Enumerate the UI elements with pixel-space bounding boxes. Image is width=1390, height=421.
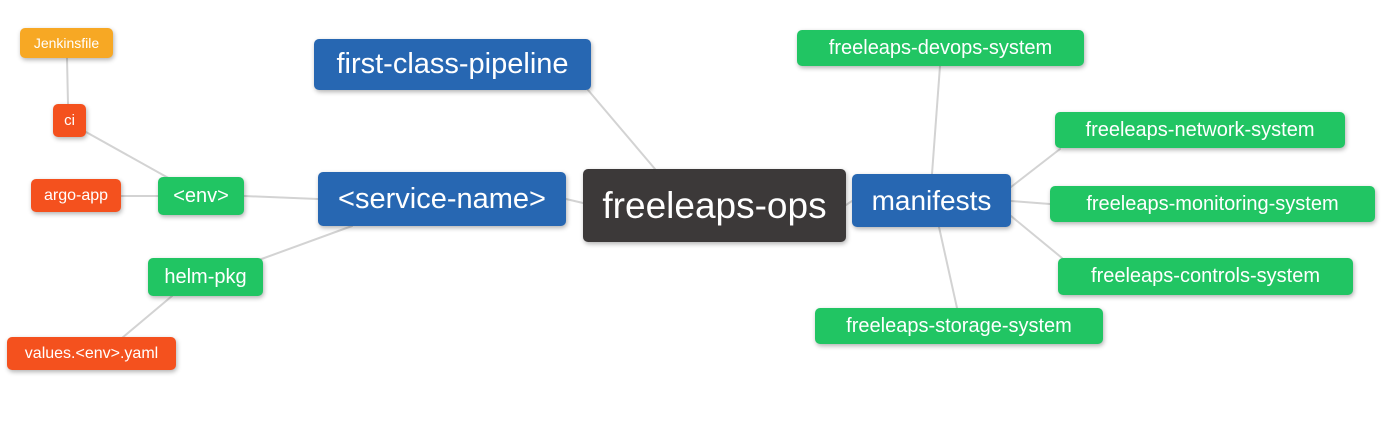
edge-manifests-network bbox=[1010, 148, 1061, 188]
node-freeleaps-storage-system[interactable]: freeleaps-storage-system bbox=[815, 308, 1103, 344]
edge-manifests-monitoring bbox=[1010, 200, 1051, 205]
edge-servicename-ops bbox=[565, 198, 584, 204]
node-freeleaps-ops-root[interactable]: freeleaps-ops bbox=[583, 169, 846, 242]
edge-ops-manifests bbox=[845, 200, 853, 206]
edge-manifests-devops bbox=[931, 65, 941, 175]
node-manifests[interactable]: manifests bbox=[852, 174, 1011, 227]
node-freeleaps-devops-system[interactable]: freeleaps-devops-system bbox=[797, 30, 1084, 66]
edge-helmpkg-valuesyaml bbox=[121, 295, 173, 339]
edge-manifests-controls bbox=[1010, 215, 1063, 259]
node-argo-app[interactable]: argo-app bbox=[31, 179, 121, 212]
edge-env-servicename bbox=[243, 195, 319, 200]
edge-servicename-helmpkg bbox=[255, 225, 353, 262]
edge-pipeline-ops bbox=[587, 89, 656, 170]
node-first-class-pipeline[interactable]: first-class-pipeline bbox=[314, 39, 591, 90]
node-ci[interactable]: ci bbox=[53, 104, 86, 137]
node-service-name[interactable]: <service-name> bbox=[318, 172, 566, 226]
node-freeleaps-monitoring-system[interactable]: freeleaps-monitoring-system bbox=[1050, 186, 1375, 222]
edge-jenkinsfile-ci bbox=[66, 57, 69, 105]
node-env[interactable]: <env> bbox=[158, 177, 244, 215]
node-values-env-yaml[interactable]: values.<env>.yaml bbox=[7, 337, 176, 370]
node-helm-pkg[interactable]: helm-pkg bbox=[148, 258, 263, 296]
edge-manifests-storage bbox=[938, 226, 958, 309]
edge-ci-env bbox=[85, 131, 173, 181]
node-freeleaps-controls-system[interactable]: freeleaps-controls-system bbox=[1058, 258, 1353, 295]
node-jenkinsfile[interactable]: Jenkinsfile bbox=[20, 28, 113, 58]
node-freeleaps-network-system[interactable]: freeleaps-network-system bbox=[1055, 112, 1345, 148]
